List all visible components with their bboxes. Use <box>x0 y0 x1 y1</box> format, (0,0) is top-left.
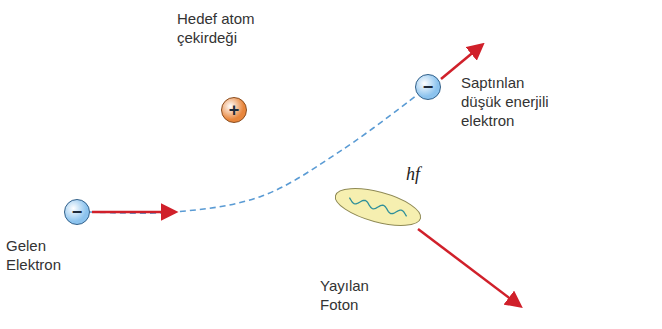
charge-sign: + <box>222 98 246 122</box>
photon-ellipse: hf <box>334 187 422 227</box>
part-label: hf <box>406 165 436 184</box>
nucleus-circle: Hedef atom çekirdeği+ <box>221 97 247 123</box>
photon-arrow <box>418 229 520 306</box>
electron-circle: −Gelen Elektron <box>64 199 90 225</box>
photon-label: Yayılan Foton <box>320 276 390 314</box>
photon-shape <box>334 187 422 227</box>
velocity-arrow <box>92 211 175 214</box>
photon-ellipse-outline <box>332 181 425 233</box>
photon-wave <box>348 196 408 217</box>
velocity-arrow <box>441 45 482 79</box>
charge-sign: − <box>416 75 440 99</box>
charge-sign: − <box>65 200 89 224</box>
part-label: Hedef atom çekirdeği <box>177 9 272 47</box>
electron-circle: −Saptınlan düşük enerjili elektron <box>415 74 441 100</box>
part-label: Gelen Elektron <box>6 236 81 274</box>
part-label: Saptınlan düşük enerjili elektron <box>461 73 561 130</box>
